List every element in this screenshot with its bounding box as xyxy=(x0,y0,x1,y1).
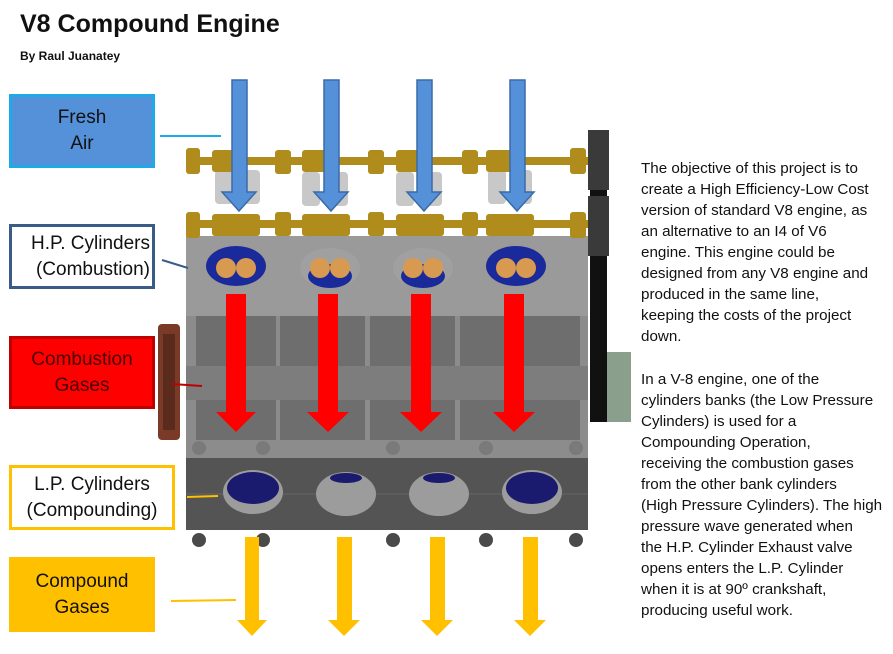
fresh-air-arrow-2 xyxy=(312,79,350,213)
combustion-pointer xyxy=(171,383,203,387)
compound-arrow-2 xyxy=(328,537,360,636)
cam-pulley-lower xyxy=(588,196,609,256)
cam-pulley-upper xyxy=(588,130,609,190)
fresh-air-arrow-1 xyxy=(220,79,258,213)
description-paragraph-1: The objective of this project is to crea… xyxy=(641,160,869,345)
fresh-air-arrows xyxy=(220,79,536,213)
lp-pointer xyxy=(186,495,219,498)
fresh-air-arrow-4 xyxy=(498,79,536,213)
fresh-air-label: Fresh Air xyxy=(9,94,155,168)
crank-pulley xyxy=(607,352,631,422)
combustion-gases-label: Combustion Gases xyxy=(9,336,155,409)
compound-pointer xyxy=(170,599,237,602)
engine-midline xyxy=(186,366,588,400)
compound-arrow-4 xyxy=(514,537,546,636)
combustion-gas-arrows xyxy=(216,294,535,432)
fresh-air-arrow-3 xyxy=(405,79,443,213)
author-byline: By Raul Juanatey xyxy=(20,49,121,63)
combustion-arrow-1 xyxy=(216,294,256,432)
compound-arrow-1 xyxy=(237,537,267,636)
compound-gases-label: Compound Gases xyxy=(9,557,155,632)
compound-arrow-3 xyxy=(421,537,453,636)
combustion-arrow-3 xyxy=(400,294,442,432)
combustion-arrow-2 xyxy=(307,294,349,432)
combustion-arrow-4 xyxy=(493,294,535,432)
valve-springs xyxy=(215,170,532,206)
compound-gas-arrows xyxy=(237,537,546,636)
hp-cylinders xyxy=(206,246,546,288)
page-title: V8 Compound Engine xyxy=(20,10,280,38)
hp-cylinders-label: H.P. Cylinders (Combustion) xyxy=(9,224,155,289)
lp-cylinders-label: L.P. Cylinders (Compounding) xyxy=(9,465,175,530)
camshaft-lower xyxy=(186,212,588,238)
description-paragraph-2: In a V-8 engine, one of the cylinders ba… xyxy=(641,371,883,619)
hp-pointer xyxy=(161,259,189,269)
mount-lugs xyxy=(192,441,583,547)
lp-cylinders xyxy=(223,470,562,516)
